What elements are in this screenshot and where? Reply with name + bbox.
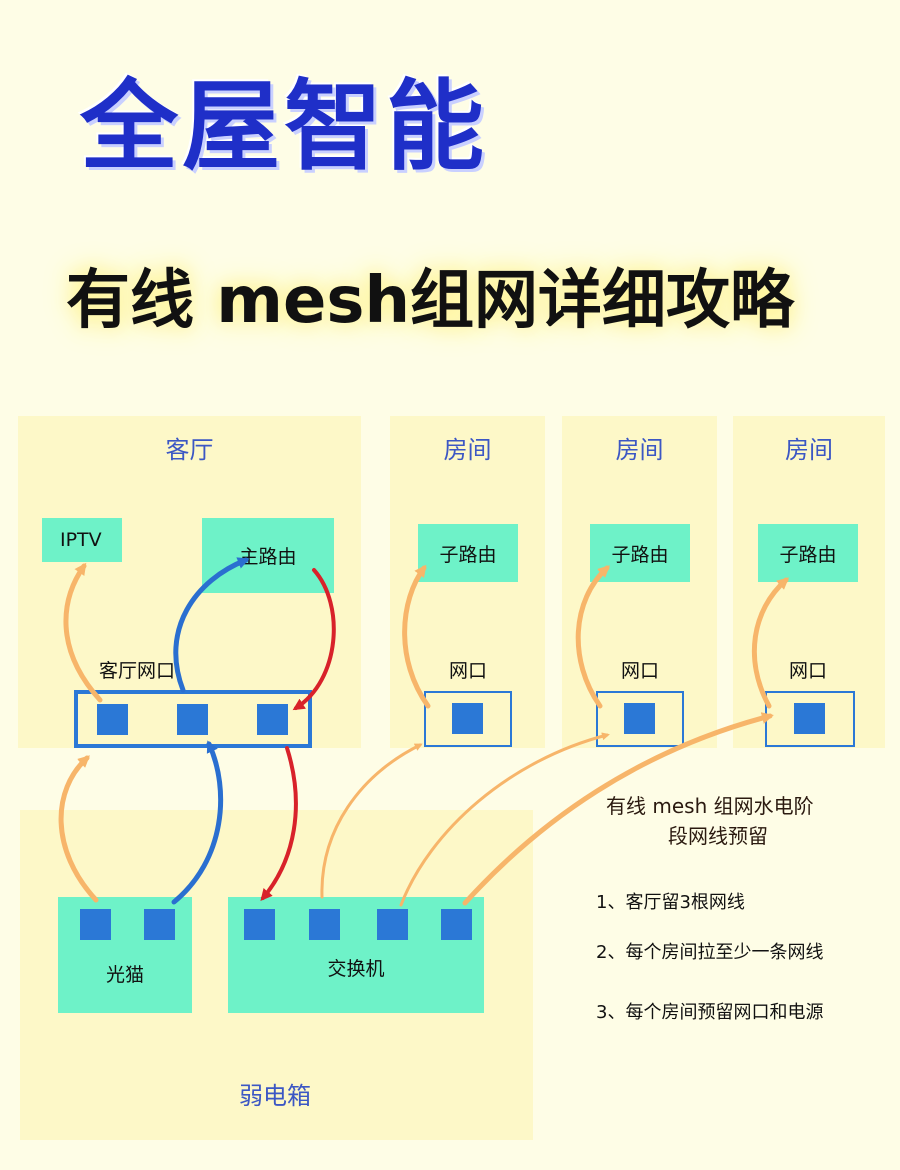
living-room-port-1 <box>97 704 128 735</box>
switch-port-3 <box>377 909 408 940</box>
step-2: 2、每个房间拉至少一条网线 <box>596 942 824 963</box>
modem-port-1 <box>80 909 111 940</box>
note-line-2: 段网线预留 <box>668 824 768 848</box>
switch-port-1 <box>244 909 275 940</box>
modem-label: 光猫 <box>105 964 144 986</box>
living-room-port-label: 客厅网口 <box>98 660 175 682</box>
room-label-2: 房间 <box>615 436 664 464</box>
room-port-label-1: 网口 <box>448 660 487 682</box>
room-port-3 <box>794 703 825 734</box>
sub-router-box-1: 子路由 <box>418 524 518 582</box>
living-room-port-2 <box>177 704 208 735</box>
iptv-box: IPTV <box>42 518 122 562</box>
main-router-box: 主路由 <box>202 518 334 593</box>
room-port-1 <box>452 703 483 734</box>
switch-label: 交换机 <box>327 958 385 980</box>
sub-router-box-3: 子路由 <box>758 524 858 582</box>
living-room-label: 客厅 <box>165 436 214 464</box>
main-router-label: 主路由 <box>239 546 297 568</box>
room-port-2 <box>624 703 655 734</box>
note-line-1: 有线 mesh 组网水电阶 <box>606 794 814 818</box>
living-room-port-3 <box>257 704 288 735</box>
room-port-label-2: 网口 <box>620 660 659 682</box>
weak-box-label: 弱电箱 <box>239 1082 311 1110</box>
room-port-label-3: 网口 <box>788 660 827 682</box>
sub-router-box-2: 子路由 <box>590 524 690 582</box>
room-label-3: 房间 <box>785 436 833 464</box>
main-title: 全屋智能 <box>80 70 489 184</box>
step-3: 3、每个房间预留网口和电源 <box>596 1002 824 1023</box>
modem-port-2 <box>144 909 175 940</box>
step-1: 1、客厅留3根网线 <box>596 892 745 913</box>
room-label-1: 房间 <box>443 436 492 464</box>
switch-port-2 <box>309 909 340 940</box>
switch-port-4 <box>441 909 472 940</box>
subtitle: 有线 mesh组网详细攻略 <box>66 264 795 338</box>
